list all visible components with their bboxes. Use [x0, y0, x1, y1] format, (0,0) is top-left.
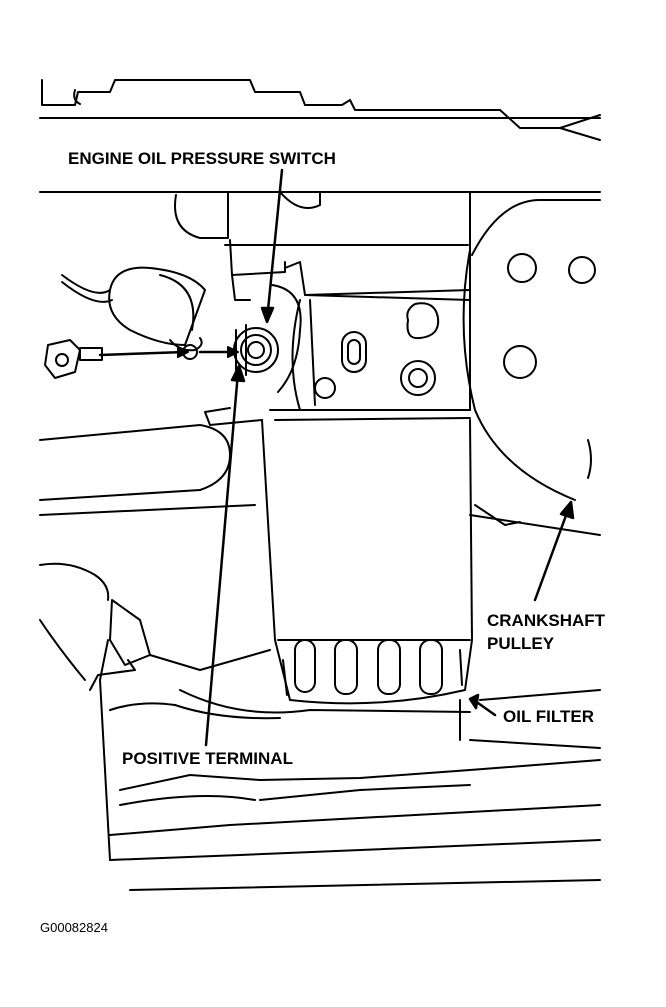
label-oil-filter: OIL FILTER	[503, 707, 594, 726]
label-engine-oil-pressure-switch: ENGINE OIL PRESSURE SWITCH	[68, 149, 336, 168]
label-positive-terminal: POSITIVE TERMINAL	[122, 749, 293, 768]
filter-mount-base	[174, 191, 471, 426]
engine-block-top	[39, 79, 601, 193]
leader-lines	[204, 168, 575, 747]
oil-filter	[261, 419, 473, 741]
lower-structure	[109, 689, 601, 891]
figure-id: G00082824	[40, 920, 108, 935]
oil-pressure-switch	[233, 284, 302, 393]
crankshaft-pulley	[462, 199, 601, 536]
label-crankshaft-line1: CRANKSHAFT	[487, 611, 606, 630]
left-pipes	[39, 424, 471, 861]
connector-and-bolt	[44, 266, 239, 379]
label-crankshaft-line2: PULLEY	[487, 634, 555, 653]
